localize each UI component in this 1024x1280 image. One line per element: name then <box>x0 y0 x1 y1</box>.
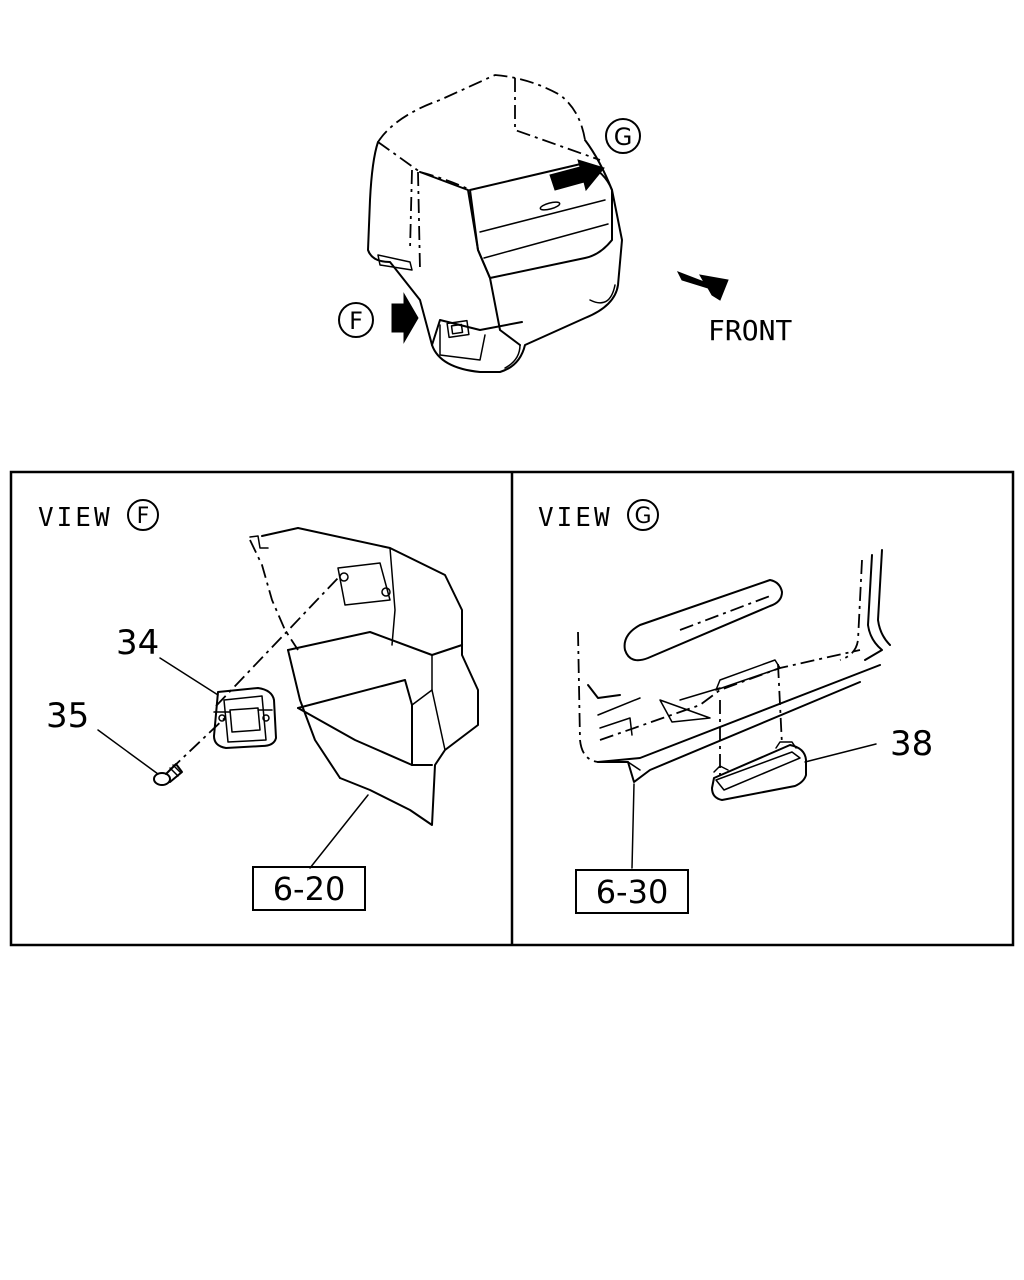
view-f-marker-circle <box>127 499 159 531</box>
part-38-lamp <box>711 741 807 801</box>
part-34-bracket <box>213 687 277 749</box>
callout-35: 35 <box>46 696 89 736</box>
view-g-marker-text: G <box>634 504 651 529</box>
view-g-title: VIEW <box>538 503 613 533</box>
ref-6-30: 6-30 <box>596 873 669 911</box>
roof-interior <box>577 549 891 783</box>
callout-38: 38 <box>890 724 933 764</box>
marker-f-circle <box>338 302 374 338</box>
view-f-marker-text: F <box>137 504 150 529</box>
cab-overview <box>367 74 623 373</box>
view-g-marker-circle <box>627 499 659 531</box>
interior-trim-panel <box>249 527 479 826</box>
arrow-f-icon <box>391 292 419 344</box>
front-label: FRONT <box>708 314 792 347</box>
arrow-g-icon <box>549 159 605 192</box>
ref-box-6-20 <box>252 866 366 911</box>
callout-34: 34 <box>116 623 159 663</box>
ref-6-20: 6-20 <box>273 870 346 908</box>
view-g-panel: VIEW G <box>538 499 933 914</box>
ref-box-6-30 <box>575 869 689 914</box>
view-f-panel: VIEW F <box>38 499 479 911</box>
front-arrow-icon <box>676 271 729 301</box>
marker-g-circle <box>605 118 641 154</box>
marker-g-text: G <box>614 123 633 151</box>
marker-f-text: F <box>349 307 363 335</box>
view-f-title: VIEW <box>38 503 113 533</box>
